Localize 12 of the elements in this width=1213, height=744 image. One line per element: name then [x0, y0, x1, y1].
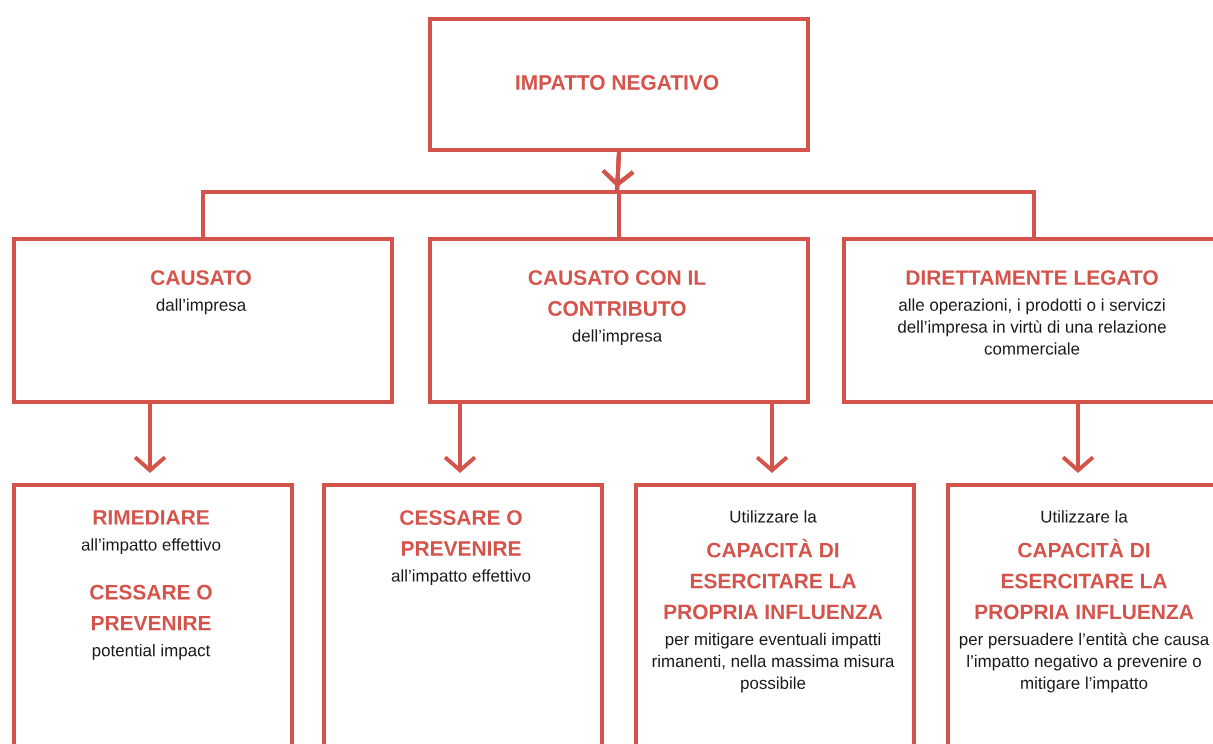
- action-box: CESSARE O PREVENIRE all’impatto effettivo: [322, 483, 604, 744]
- category-box: CAUSATO dall’impresa: [12, 237, 394, 404]
- category-box: DIRETTAMENTE LEGATO alle operazioni, i prodotti o i serviczi dell’impresa in virtù di una relazione commerciale: [842, 237, 1213, 404]
- arrow: [1061, 404, 1095, 473]
- action-box: RIMEDIARE all’impatto effettivo CESSARE O PREVENIRE potential impact: [12, 483, 294, 744]
- action-box: Utilizzare la CAPACITÀ DI ESERCITARE LA PROPRIA INFLUENZA per mitigare eventuali impatti rimanenti, nella massima misura possibile: [634, 483, 916, 744]
- heading-box: IMPATTO NEGATIVO: [428, 17, 810, 152]
- action-box: Utilizzare la CAPACITÀ DI ESERCITARE LA PROPRIA INFLUENZA per persuadere l’entità che causa l’impatto negativo a prevenire o mitigare l’impatto: [946, 483, 1213, 744]
- category-box: CAUSATO CON IL CONTRIBUTO dell’impresa: [428, 237, 810, 404]
- arrow: [133, 404, 167, 473]
- arrow: [443, 404, 477, 473]
- arrow: [755, 404, 789, 473]
